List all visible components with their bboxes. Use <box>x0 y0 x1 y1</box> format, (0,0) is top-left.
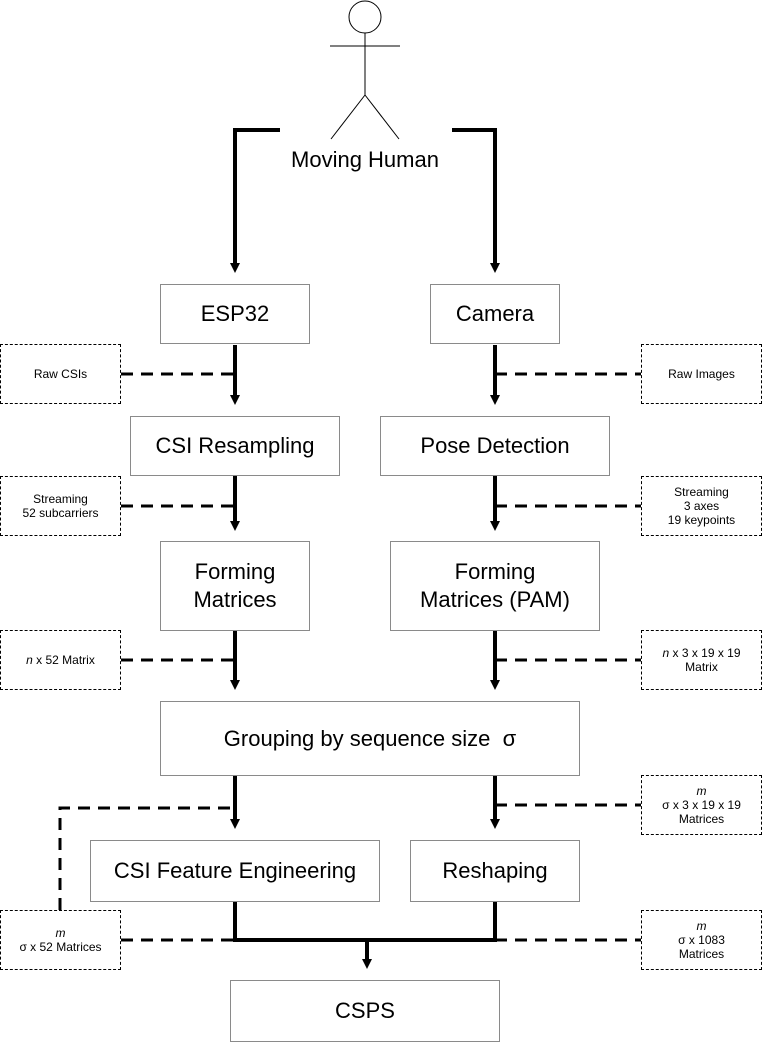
csi-feature-engineering-label: CSI Feature Engineering <box>113 858 357 883</box>
n-pam-line1: n x 3 x 19 x 19 <box>662 646 740 660</box>
m-csi-var: m <box>55 926 66 940</box>
stick-figure-icon <box>330 0 400 140</box>
n-pam-matrix-note: n x 3 x 19 x 19 Matrix <box>641 630 762 690</box>
m-pam-line2: σ x 3 x 19 x 19 <box>662 798 741 812</box>
forming-matrices-left-line2: Matrices <box>193 587 277 612</box>
streaming-right-line2: 3 axes <box>683 499 720 513</box>
camera-label: Camera <box>455 301 535 326</box>
arrow-human-to-esp32 <box>230 128 280 273</box>
raw-images-text: Raw Images <box>668 367 735 381</box>
esp32-label: ESP32 <box>200 301 270 326</box>
csi-resampling-box: CSI Resampling <box>130 416 340 476</box>
camera-box: Camera <box>430 284 560 344</box>
forming-matrices-left-box: Forming Matrices <box>160 541 310 631</box>
m-pam-matrices-note: m σ x 3 x 19 x 19 Matrices <box>641 775 762 835</box>
raw-images-note: Raw Images <box>641 344 762 404</box>
n-pam-rest: x 3 x 19 x 19 <box>669 646 741 660</box>
arrow-human-to-camera <box>452 128 500 273</box>
esp32-box: ESP32 <box>160 284 310 344</box>
csps-label: CSPS <box>335 998 395 1023</box>
arrow-merge-to-csps <box>233 902 497 942</box>
moving-human-label: Moving Human <box>291 147 439 172</box>
grouping-box: Grouping by sequence size σ <box>160 701 580 776</box>
reshaping-box: Reshaping <box>410 840 580 902</box>
m-res-line2: σ x 1083 <box>678 933 725 947</box>
m-csi-line2: σ x 52 Matrices <box>19 940 102 954</box>
m-pam-line3: Matrices <box>678 812 725 826</box>
m-res-line3: Matrices <box>678 947 725 961</box>
streaming-subcarriers-note: Streaming 52 subcarriers <box>0 476 121 536</box>
n-pam-line2: Matrix <box>685 660 718 674</box>
forming-matrices-pam-line1: Forming <box>454 559 536 584</box>
n-pam-var: n <box>662 646 670 660</box>
csps-box: CSPS <box>230 980 500 1042</box>
forming-matrices-pam-box: Forming Matrices (PAM) <box>390 541 600 631</box>
n-52-matrix-note: n x 52 Matrix <box>0 630 121 690</box>
streaming-keypoints-note: Streaming 3 axes 19 keypoints <box>641 476 762 536</box>
m-res-var: m <box>696 919 707 933</box>
dash-mcsi-loop <box>58 806 235 910</box>
reshaping-label: Reshaping <box>442 858 548 883</box>
streaming-left-line2: 52 subcarriers <box>22 506 99 520</box>
grouping-label: Grouping by sequence size σ <box>223 725 517 751</box>
m-csi-matrices-note: m σ x 52 Matrices <box>0 910 121 970</box>
csi-resampling-label: CSI Resampling <box>155 433 315 458</box>
m-pam-var: m <box>696 784 707 798</box>
raw-csis-note: Raw CSIs <box>0 344 121 404</box>
csi-feature-engineering-box: CSI Feature Engineering <box>90 840 380 902</box>
n-52-matrix-text: n x 52 Matrix <box>26 653 95 667</box>
m-reshape-matrices-note: m σ x 1083 Matrices <box>641 910 762 970</box>
pose-detection-label: Pose Detection <box>420 433 570 458</box>
n-52-var: n <box>26 653 33 667</box>
streaming-left-line1: Streaming <box>33 492 88 506</box>
n-52-rest: x 52 Matrix <box>32 653 95 667</box>
streaming-right-line3: 19 keypoints <box>667 513 736 527</box>
forming-matrices-pam-line2: Matrices (PAM) <box>420 587 570 612</box>
pose-detection-box: Pose Detection <box>380 416 610 476</box>
streaming-right-line1: Streaming <box>674 485 729 499</box>
forming-matrices-left-line1: Forming <box>194 559 276 584</box>
raw-csis-text: Raw CSIs <box>33 367 88 381</box>
